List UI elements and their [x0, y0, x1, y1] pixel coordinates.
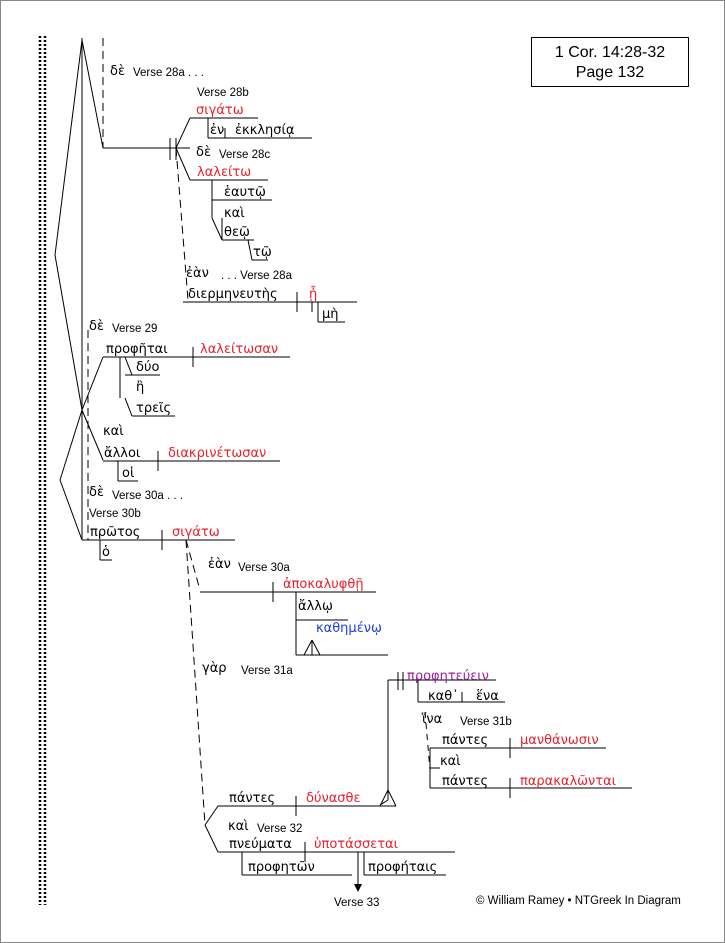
word-noun: προφητῶν: [248, 860, 315, 875]
word-verb: λαλείτωσαν: [200, 342, 279, 357]
word-noun: πνεύματα: [229, 837, 292, 852]
word-noun: προφῆται: [106, 342, 168, 357]
word-verb: ὑποτάσσεται: [314, 837, 398, 852]
word-conjunction: ἐὰν: [186, 266, 209, 281]
verse-label: Verse 31b: [460, 716, 512, 728]
word-verb: λαλείτω: [197, 165, 252, 180]
word-conjunction: ἐὰν: [208, 557, 231, 572]
word-article: οἱ: [122, 466, 135, 481]
word-verb: δύνασθε: [306, 791, 361, 806]
verse-label: Verse 32: [257, 823, 303, 835]
reference-passage: 1 Cor. 14:28-32: [554, 44, 666, 61]
word-preposition: ἐν: [210, 123, 225, 138]
word-adjective: πάντες: [442, 733, 489, 748]
word-de: δὲ: [89, 485, 104, 500]
word-conjunction: γὰρ: [202, 661, 227, 676]
verse-label: . . . Verse 28a: [221, 270, 292, 282]
word-numeral: τρεῖς: [136, 401, 172, 416]
word-verb: ᾖ: [309, 287, 318, 302]
verse-label: Verse 31a: [241, 665, 293, 677]
word-conjunction: καὶ: [103, 424, 124, 439]
word-conjunction: καὶ: [228, 819, 249, 834]
reference-page: Page 132: [575, 64, 645, 81]
word-verb: ἀποκαλυφθῇ: [283, 577, 364, 592]
word-verb: παρακαλῶνται: [520, 774, 617, 789]
word-adjective: πρῶτος: [90, 525, 141, 540]
word-noun: ἐκκλησίᾳ: [235, 123, 295, 138]
verse-label: Verse 28b: [197, 87, 249, 99]
word-numeral: ἕνα: [476, 689, 499, 704]
word-numeral: δύο: [136, 360, 160, 375]
word-conjunction: καὶ: [224, 206, 245, 221]
word-verb: σιγάτω: [196, 103, 244, 118]
word-article: ὁ: [102, 545, 110, 560]
word-de: δὲ: [196, 145, 211, 160]
word-adjective: ἄλλῳ: [298, 599, 333, 614]
word-adjective: ἄλλοι: [104, 446, 141, 461]
word-verb: διακρινέτωσαν: [168, 446, 267, 461]
verse-label: Verse 33: [334, 897, 380, 909]
word-de: δὲ: [110, 64, 125, 79]
word-adjective: πάντες: [442, 774, 489, 789]
word-de: δὲ: [89, 319, 104, 334]
word-noun: προφήταις: [368, 860, 438, 875]
word-noun: θεῷ: [224, 225, 250, 240]
word-conjunction: ἢ: [136, 380, 145, 395]
reference-box: 1 Cor. 14:28-32 Page 132: [531, 37, 689, 87]
word-preposition: καθ᾽: [428, 689, 459, 704]
word-verb: σιγάτω: [172, 525, 220, 540]
verse-label: Verse 28a . . .: [133, 67, 204, 79]
verse-label: Verse 30b: [89, 508, 141, 520]
word-adjective: πάντες: [229, 791, 276, 806]
word-conjunction: καὶ: [440, 754, 461, 769]
word-conjunction: ἵνα: [422, 712, 443, 727]
verse-label: Verse 30a . . .: [112, 490, 183, 502]
word-infinitive: προφητεύειν: [407, 669, 489, 684]
verse-label: Verse 30a: [238, 562, 290, 574]
verse-label: Verse 29: [112, 323, 158, 335]
copyright: © William Ramey • NTGreek In Diagram: [476, 895, 681, 907]
word-particle: μὴ: [322, 307, 339, 322]
word-verb: μανθάνωσιν: [520, 733, 599, 748]
word-article: τῷ: [253, 245, 272, 260]
word-noun: διερμηνευτὴς: [188, 287, 278, 302]
verse-label: Verse 28c: [219, 149, 271, 161]
word-pronoun: ἑαυτῷ: [224, 185, 266, 200]
word-participle: καθημένῳ: [316, 621, 382, 636]
